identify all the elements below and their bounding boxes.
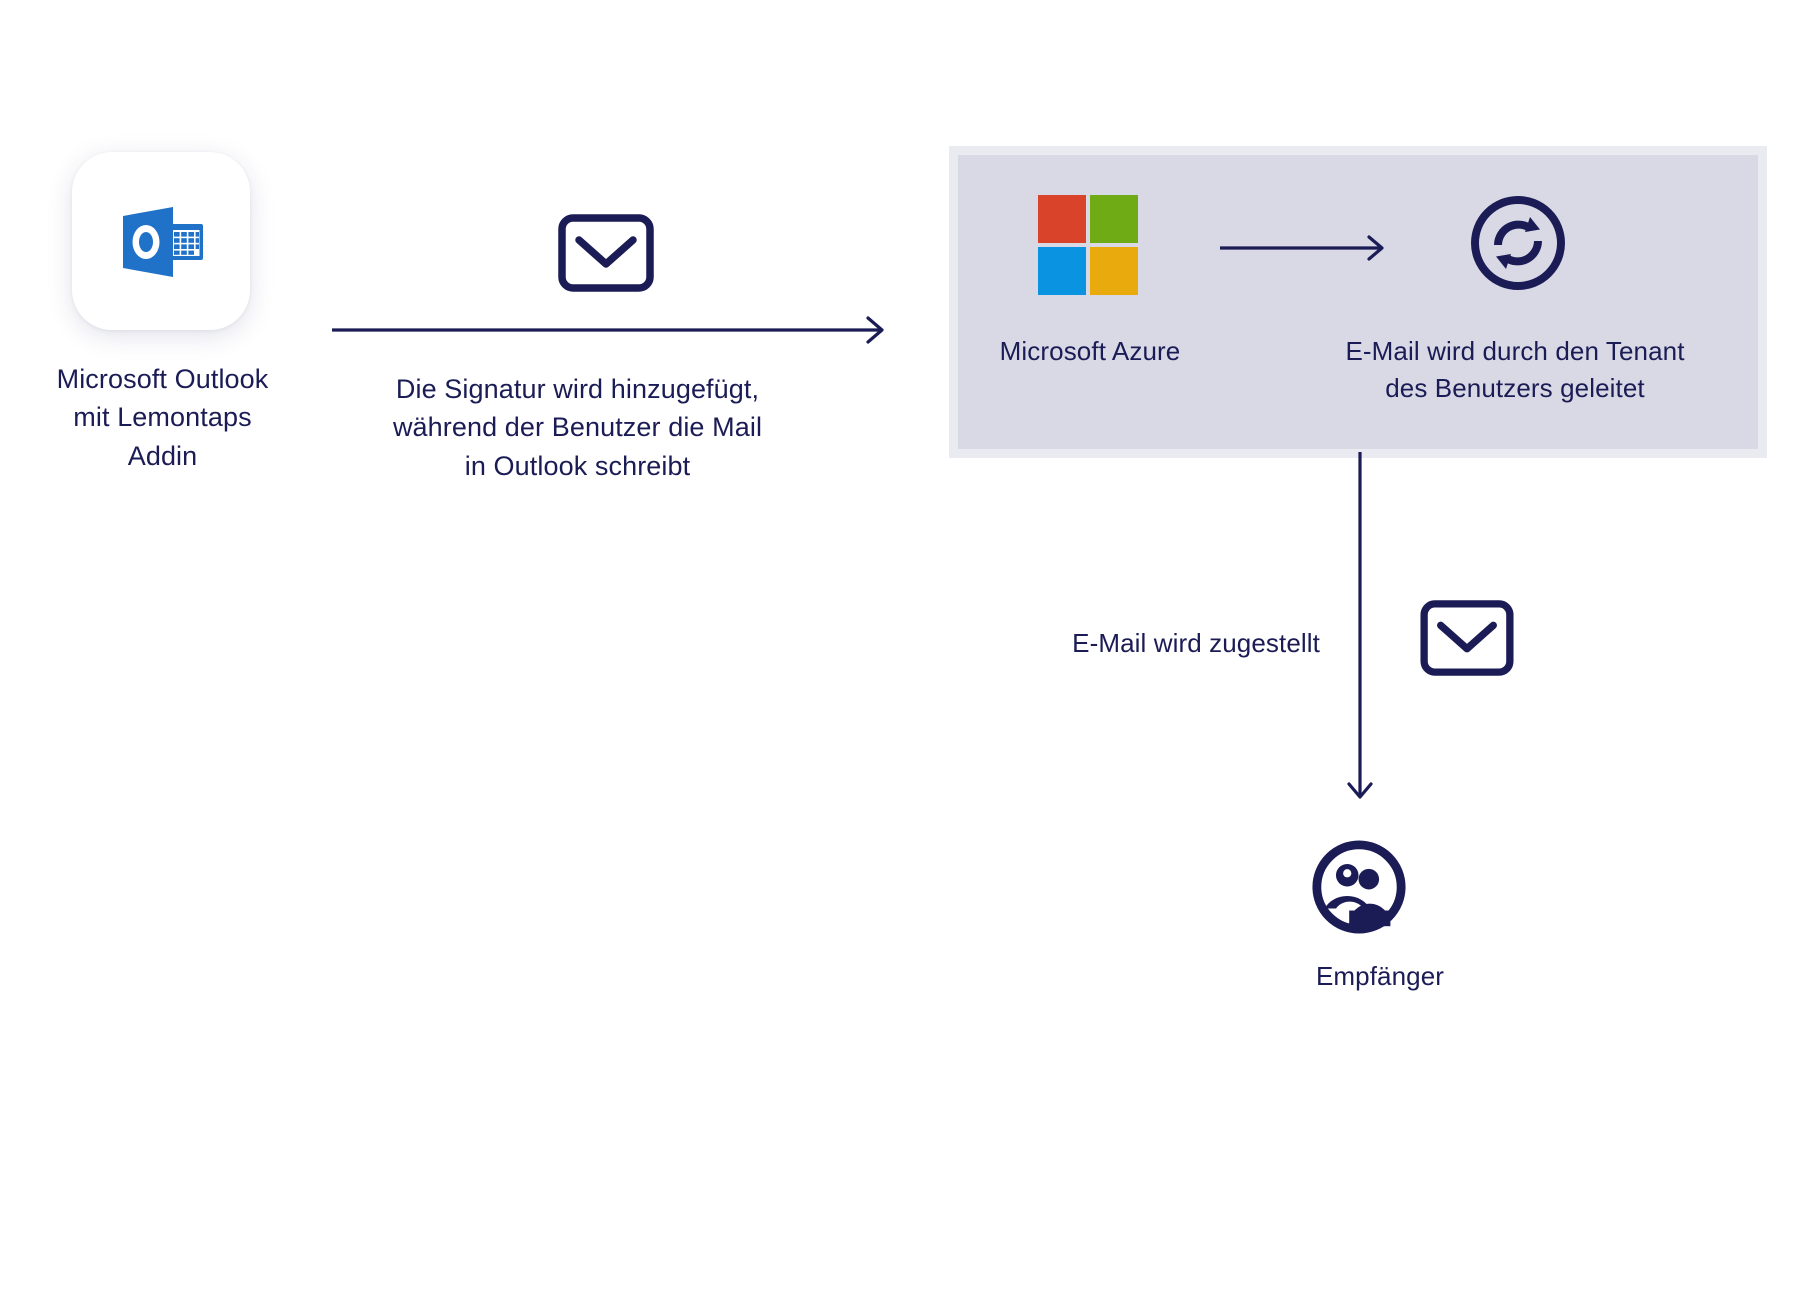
ms-logo-square-yellow xyxy=(1090,247,1138,295)
azure-node-label: Microsoft Azure xyxy=(999,336,1181,366)
sync-icon xyxy=(1471,196,1565,290)
ms-logo-square-red xyxy=(1038,195,1086,243)
ms-logo-square-green xyxy=(1090,195,1138,243)
microsoft-outlook-icon xyxy=(72,152,250,330)
envelope-icon xyxy=(1420,600,1514,676)
arrow-outlook-to-azure xyxy=(332,316,884,344)
users-group-icon xyxy=(1312,840,1406,934)
outlook-node-label: Microsoft Outlook mit Lemontaps Addin xyxy=(56,364,269,471)
envelope-icon xyxy=(558,214,654,292)
ms-logo-square-blue xyxy=(1038,247,1086,295)
recipient-node-label: Empfänger xyxy=(1315,961,1445,991)
tenant-node-label: E-Mail wird durch den Tenant des Benutze… xyxy=(1345,336,1685,403)
arrow-azure-to-tenant xyxy=(1220,235,1384,261)
signature-step-label: Die Signatur wird hinzugefügt, während d… xyxy=(392,374,763,481)
delivery-step-label: E-Mail wird zugestellt xyxy=(1072,628,1320,658)
arrow-tenant-to-recipient xyxy=(1347,452,1373,799)
microsoft-logo-icon xyxy=(1038,195,1138,295)
